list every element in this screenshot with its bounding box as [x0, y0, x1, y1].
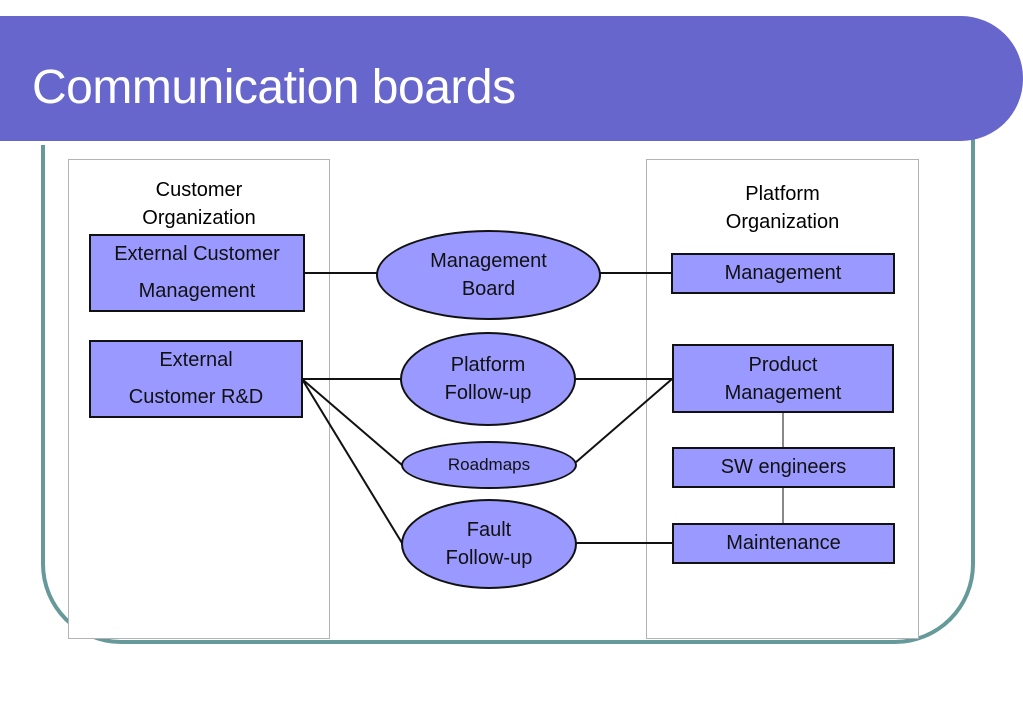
- connector-ext-cust-rd-to-fault-followup: [301, 378, 403, 544]
- label-line: Organization: [725, 211, 840, 233]
- box-label-line: SW engineers: [720, 456, 847, 478]
- ellipse-label-line: Management: [430, 250, 547, 272]
- label-line: Platform: [745, 183, 820, 205]
- product-management-box[interactable]: Product Management: [672, 344, 894, 413]
- management-board-ellipse[interactable]: Management Board: [376, 230, 601, 320]
- sw-engineers-box[interactable]: SW engineers: [672, 447, 895, 488]
- label-line: Customer: [155, 179, 243, 201]
- ellipse-label-line: Platform: [450, 354, 526, 376]
- maintenance-box[interactable]: Maintenance: [672, 523, 895, 564]
- customer-organization-label: Customer Organization: [68, 176, 330, 232]
- platform-followup-ellipse[interactable]: Platform Follow-up: [400, 332, 576, 426]
- ellipse-label-line: Roadmaps: [447, 455, 531, 474]
- ellipse-label-line: Board: [461, 278, 516, 300]
- ellipse-label-line: Fault: [466, 519, 512, 541]
- title-bar: Communication boards: [0, 16, 1023, 145]
- box-label-line: Management: [138, 280, 256, 302]
- box-label-line: Management: [724, 381, 842, 404]
- roadmaps-ellipse[interactable]: Roadmaps: [401, 441, 577, 489]
- box-label-line: External: [159, 349, 233, 371]
- connector-ext-cust-rd-to-roadmaps: [301, 378, 403, 466]
- box-label-line: Customer R&D: [128, 386, 264, 408]
- ellipse-label-line: Follow-up: [445, 547, 533, 569]
- platform-organization-label: Platform Organization: [646, 180, 919, 236]
- connector-roadmaps-to-product-mgmt: [574, 378, 673, 464]
- ellipse-label-line: Follow-up: [444, 382, 532, 404]
- fault-followup-ellipse[interactable]: Fault Follow-up: [401, 499, 577, 589]
- box-label-line: Management: [724, 262, 842, 284]
- box-label-line: External Customer: [114, 243, 280, 265]
- platform-management-box[interactable]: Management: [671, 253, 895, 294]
- label-line: Organization: [142, 207, 256, 229]
- slide-frame: [41, 100, 975, 644]
- box-label-line: Product: [748, 353, 818, 376]
- external-customer-management-box[interactable]: External Customer Management: [89, 234, 305, 312]
- slide-title: Communication boards: [32, 61, 516, 114]
- external-customer-rd-box[interactable]: External Customer R&D: [89, 340, 303, 418]
- box-label-line: Maintenance: [726, 532, 841, 554]
- title-underline: [0, 141, 904, 145]
